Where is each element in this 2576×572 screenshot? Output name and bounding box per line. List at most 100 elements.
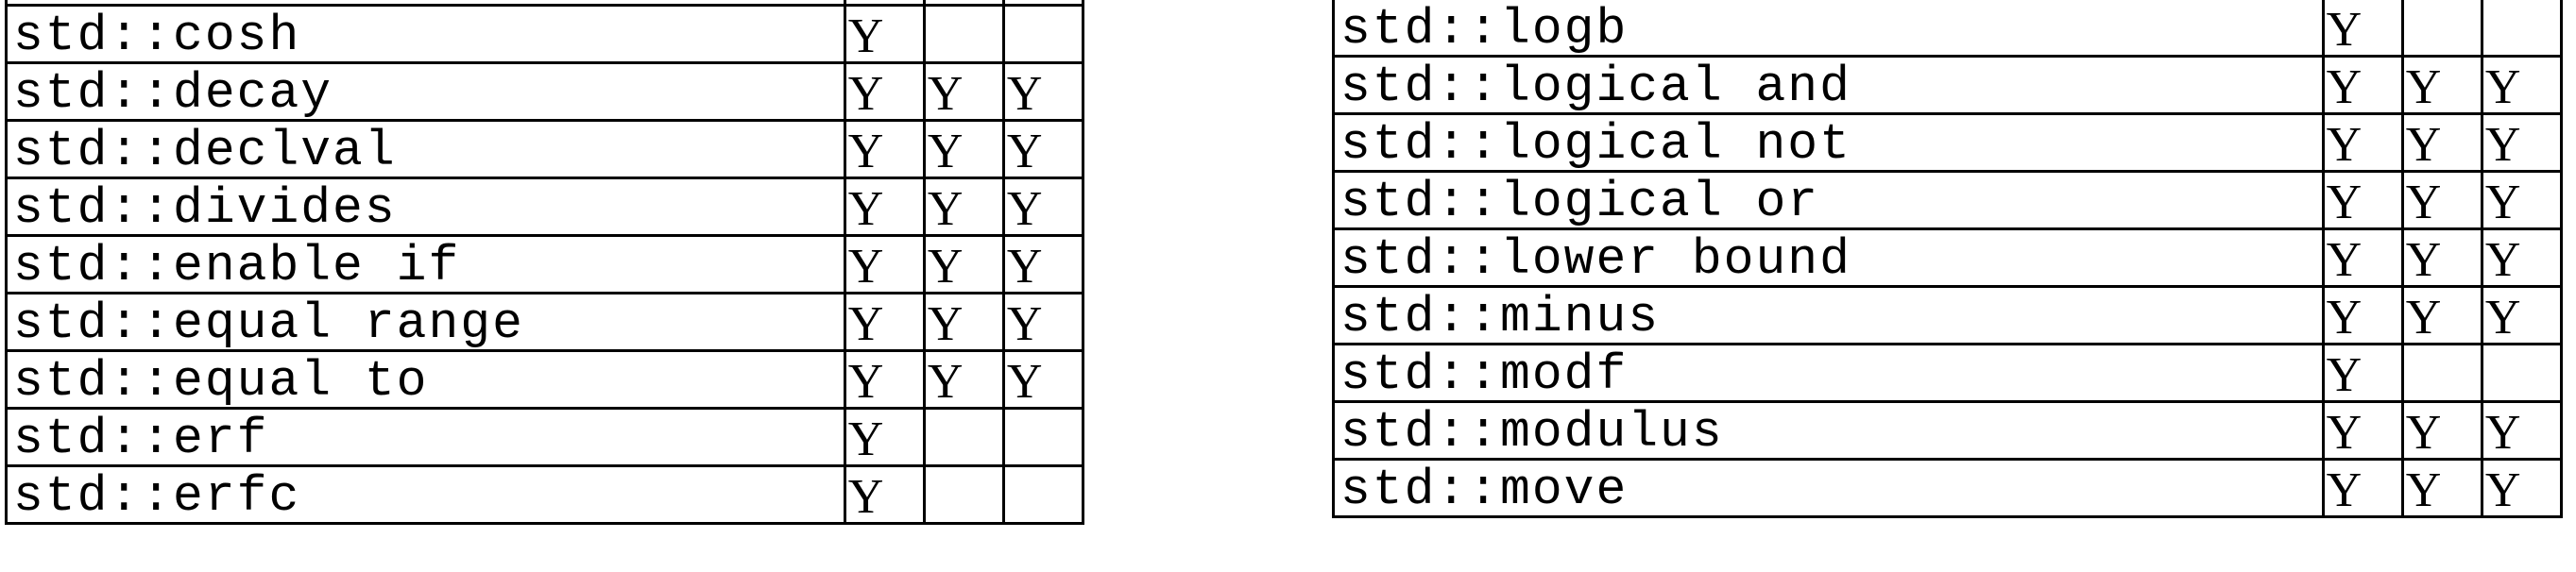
support-mark-cell-2: Y <box>922 177 1005 237</box>
support-mark-cell-1: Y <box>843 464 926 525</box>
support-mark-cell-1: Y <box>843 349 926 410</box>
support-mark-cell-2: Y <box>2400 400 2483 461</box>
function-name-cell: std::move <box>1332 458 2325 518</box>
support-mark-cell-2: Y <box>2400 458 2483 518</box>
function-name-cell: std::logical not <box>1332 112 2325 173</box>
support-mark-cell-1: Y <box>843 234 926 294</box>
support-mark-cell-3: Y <box>1001 61 1085 122</box>
support-mark-cell-1: Y <box>2321 227 2404 288</box>
support-mark-cell-2 <box>922 0 1005 7</box>
function-name-cell: std::lower bound <box>1332 227 2325 288</box>
support-mark-cell-3 <box>1001 4 1085 64</box>
support-mark-cell-1: Y <box>2321 285 2404 345</box>
function-name-cell: std::logical and <box>1332 55 2325 115</box>
function-name-cell: std::declval <box>5 119 846 179</box>
support-mark-cell-3: Y <box>1001 349 1085 410</box>
support-mark-cell-2 <box>922 4 1005 64</box>
table-row <box>5 0 1085 7</box>
support-mark-cell-3 <box>1001 464 1085 525</box>
support-mark-cell-3 <box>2480 343 2564 403</box>
support-mark-cell-1: Y <box>2321 55 2404 115</box>
support-mark-cell-1: Y <box>843 292 926 352</box>
support-mark-cell-2: Y <box>922 234 1005 294</box>
support-mark-cell-2: Y <box>2400 55 2483 115</box>
support-mark-cell-2: Y <box>922 292 1005 352</box>
support-mark-cell-2: Y <box>2400 170 2483 230</box>
support-mark-cell-1 <box>843 0 926 7</box>
function-name-cell: std::modulus <box>1332 400 2325 461</box>
function-name-cell: std::cosh <box>5 4 846 64</box>
function-name-cell: std::equal to <box>5 349 846 410</box>
function-name-cell: std::minus <box>1332 285 2325 345</box>
support-mark-cell-1: Y <box>2321 400 2404 461</box>
support-mark-cell-2 <box>2400 343 2483 403</box>
support-mark-cell-3 <box>1001 407 1085 467</box>
support-mark-cell-1: Y <box>843 61 926 122</box>
support-mark-cell-2: Y <box>2400 227 2483 288</box>
support-mark-cell-3: Y <box>2480 227 2564 288</box>
support-mark-cell-3: Y <box>1001 292 1085 352</box>
support-mark-cell-1: Y <box>843 4 926 64</box>
support-mark-cell-2: Y <box>2400 285 2483 345</box>
support-mark-cell-3: Y <box>1001 119 1085 179</box>
support-mark-cell-1: Y <box>2321 112 2404 173</box>
function-name-cell: std::equal range <box>5 292 846 352</box>
function-name-cell: std::erf <box>5 407 846 467</box>
function-name-cell: std::modf <box>1332 343 2325 403</box>
support-mark-cell-3: Y <box>2480 400 2564 461</box>
support-mark-cell-2 <box>922 407 1005 467</box>
support-mark-cell-3 <box>2480 0 2564 58</box>
support-mark-cell-1: Y <box>843 177 926 237</box>
support-mark-cell-3: Y <box>2480 285 2564 345</box>
support-mark-cell-3: Y <box>2480 170 2564 230</box>
support-mark-cell-1: Y <box>2321 458 2404 518</box>
function-name-cell: std::enable if <box>5 234 846 294</box>
function-name-cell <box>5 0 846 7</box>
support-mark-cell-3: Y <box>1001 177 1085 237</box>
support-mark-cell-1: Y <box>2321 0 2404 58</box>
support-mark-cell-1: Y <box>843 119 926 179</box>
function-name-cell: std::erfc <box>5 464 846 525</box>
support-mark-cell-1: Y <box>2321 343 2404 403</box>
support-mark-cell-3: Y <box>2480 112 2564 173</box>
support-mark-cell-2 <box>2400 0 2483 58</box>
support-mark-cell-2 <box>922 464 1005 525</box>
support-mark-cell-1: Y <box>843 407 926 467</box>
function-name-cell: std::logb <box>1332 0 2325 58</box>
support-mark-cell-3 <box>1001 0 1085 7</box>
support-mark-cell-2: Y <box>922 119 1005 179</box>
support-mark-cell-2: Y <box>922 349 1005 410</box>
function-name-cell: std::logical or <box>1332 170 2325 230</box>
function-name-cell: std::divides <box>5 177 846 237</box>
support-mark-cell-3: Y <box>2480 458 2564 518</box>
support-mark-cell-2: Y <box>922 61 1005 122</box>
support-mark-cell-2: Y <box>2400 112 2483 173</box>
support-mark-cell-1: Y <box>2321 170 2404 230</box>
function-name-cell: std::decay <box>5 61 846 122</box>
support-mark-cell-3: Y <box>2480 55 2564 115</box>
support-mark-cell-3: Y <box>1001 234 1085 294</box>
